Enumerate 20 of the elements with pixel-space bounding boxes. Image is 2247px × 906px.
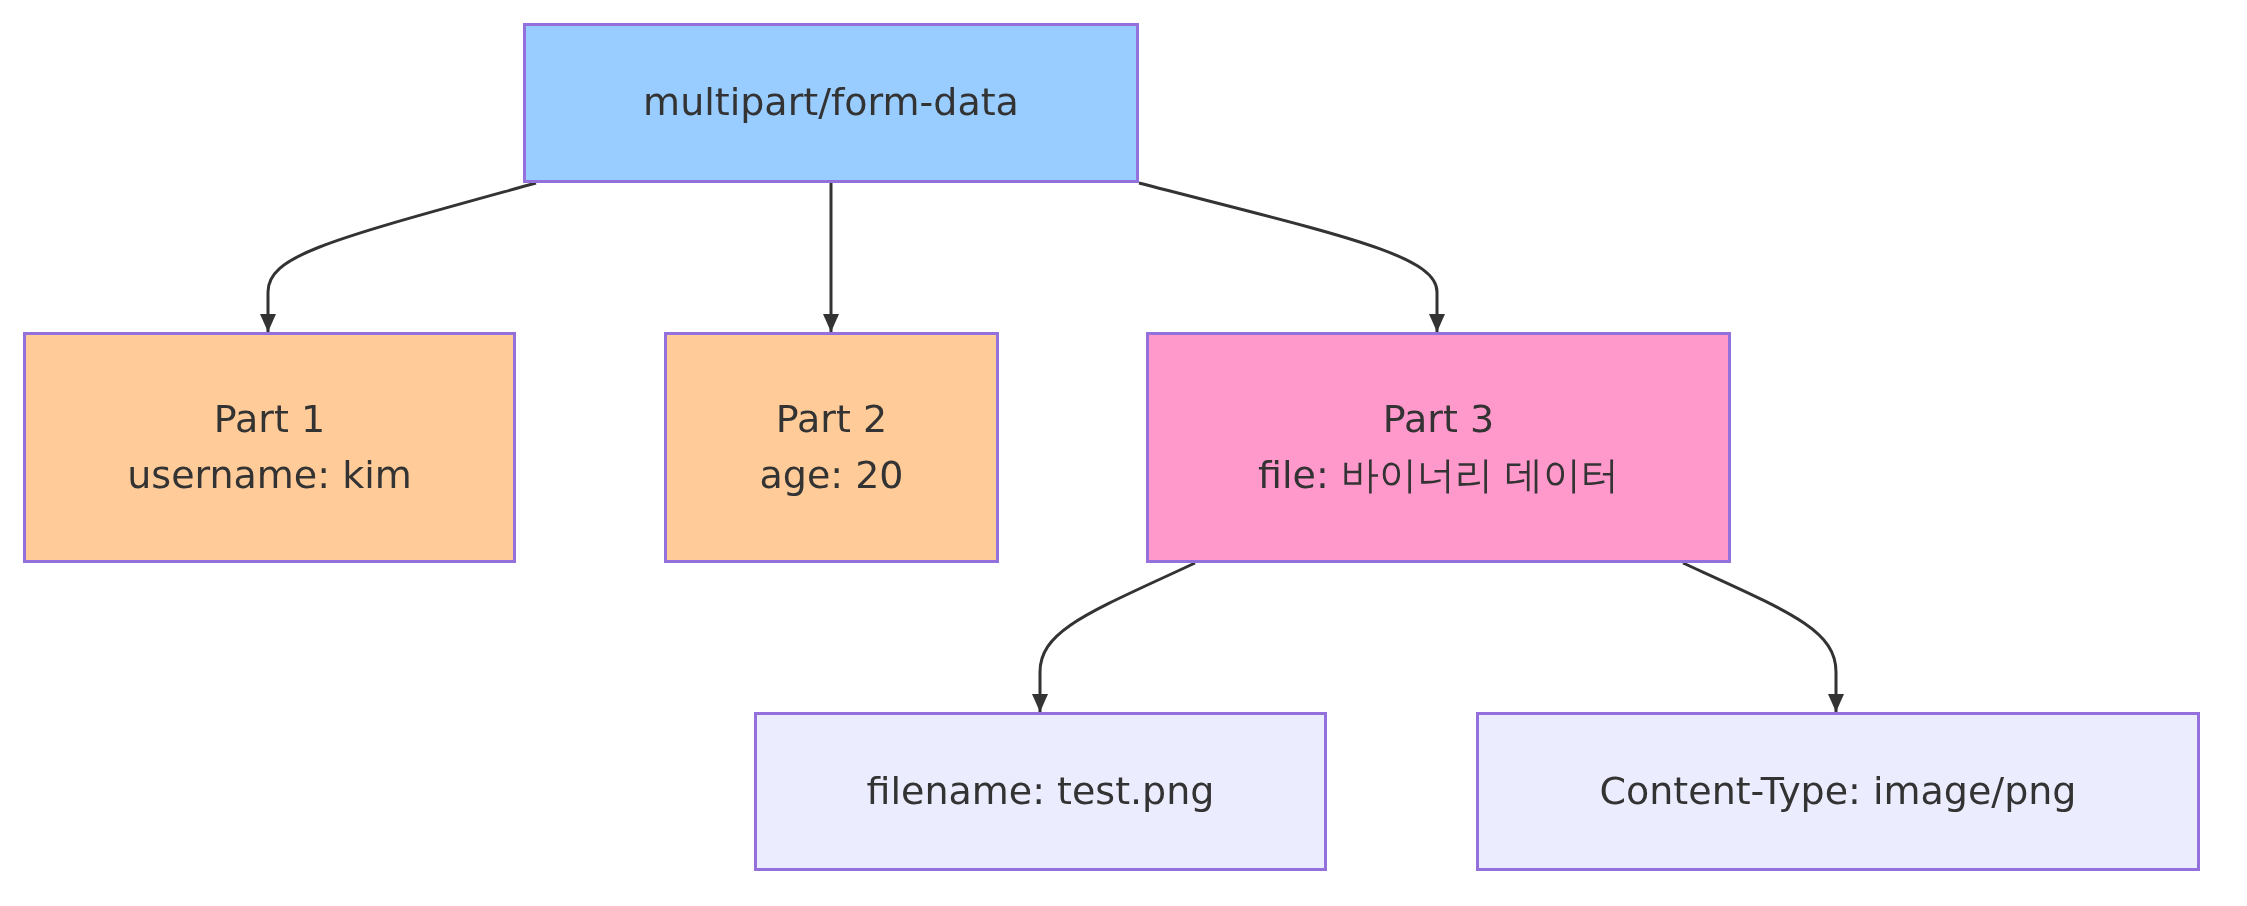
box-text: Content-Type: image/png: [1599, 767, 2077, 815]
box-title: Part 1: [213, 396, 326, 444]
arrow: [1138, 181, 1445, 332]
arrow: [823, 183, 839, 332]
box-text: file: 바이너리 데이터: [1258, 451, 1619, 499]
arrow: [1032, 561, 1196, 712]
box-title: Part 2: [775, 396, 888, 444]
box-text: multipart/form-data: [643, 79, 1019, 127]
process-box: [1146, 332, 1731, 563]
box-text: filename: test.png: [866, 767, 1215, 815]
box-text: age: 20: [759, 451, 904, 499]
process-box: [664, 332, 999, 563]
process-box: [754, 712, 1327, 871]
box-title: Part 3: [1382, 396, 1495, 444]
arrow: [1682, 561, 1844, 712]
arrow: [260, 181, 537, 332]
process-box: [1476, 712, 2200, 871]
process-box: [23, 332, 516, 563]
box-text: username: kim: [127, 451, 412, 499]
process-box: [523, 23, 1139, 183]
